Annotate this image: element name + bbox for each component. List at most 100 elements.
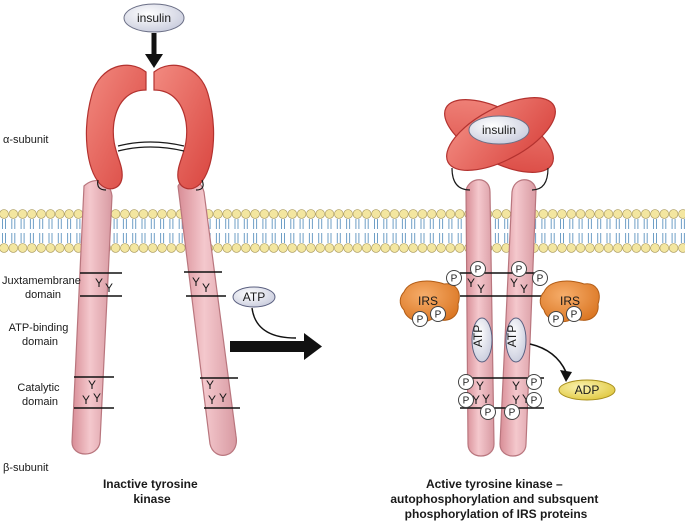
lipid-head (231, 243, 242, 253)
lipid-head (427, 209, 437, 219)
lipid-tail (253, 219, 258, 229)
lipid-head (492, 209, 502, 219)
lipid-tail (67, 233, 72, 243)
lipid-tail (29, 219, 34, 229)
lipid-tail (680, 219, 685, 229)
lipid-head (45, 243, 56, 253)
lipid-tail (243, 233, 248, 243)
tyrosine-label: Y (472, 393, 480, 407)
tyrosine-label: Y (82, 393, 90, 407)
lipid-tail (160, 219, 165, 229)
lipid-tail (243, 219, 248, 229)
irs-label: IRS (418, 294, 438, 308)
activation-arrow (230, 333, 322, 360)
phosphate-label: P (435, 310, 442, 321)
lipid-tail (429, 233, 434, 243)
lipid-tail (327, 219, 332, 229)
lipid-tail (57, 233, 62, 243)
lipid-tail (132, 233, 137, 243)
lipid-head (538, 209, 549, 219)
lipid-head (557, 243, 567, 253)
lipid-tail (39, 219, 44, 229)
lipid-head (334, 243, 344, 253)
lipid-head (166, 209, 177, 219)
insulin-label: insulin (137, 11, 171, 25)
lipid-head (650, 243, 660, 253)
lipid-head (315, 209, 325, 219)
lipid-tail (113, 233, 118, 243)
lipid-head (640, 209, 651, 219)
lipid-head (352, 209, 363, 219)
lipid-head (324, 209, 335, 219)
lipid-head (269, 243, 279, 253)
adp-label: ADP (575, 383, 600, 397)
lipid-head (27, 209, 37, 219)
lipid-head (269, 209, 279, 219)
insulin-molecule (123, 3, 185, 33)
lipid-tail (420, 233, 425, 243)
lipid-head (64, 209, 74, 219)
lipid-tail (550, 219, 555, 229)
phosphate-circle (430, 306, 446, 322)
lipid-tail (569, 233, 574, 243)
lipid-tail (615, 233, 620, 243)
lipid-tail (494, 233, 499, 243)
lipid-tail (262, 233, 267, 243)
alpha-subunit-label: α-subunit (3, 134, 49, 146)
phosphate-label: P (475, 265, 482, 276)
lipid-tail (560, 233, 564, 243)
tyrosine-label: Y (206, 378, 214, 392)
lipid-head (222, 243, 232, 253)
atp-molecule (505, 317, 527, 363)
tyrosine-label: Y (105, 281, 113, 295)
lipid-head (389, 209, 400, 219)
lipid-tail (225, 219, 230, 229)
adp-release-arrow (529, 343, 567, 373)
lipid-tail (374, 219, 378, 229)
lipid-head (259, 209, 270, 219)
lipid-tail (578, 219, 583, 229)
lipid-head (278, 243, 288, 253)
inactive-caption: Inactive tyrosine kinase (103, 477, 201, 506)
lipid-head (455, 243, 465, 253)
lipid-tail (234, 233, 239, 243)
lipid-head (566, 243, 576, 253)
phosphate-circle (511, 261, 527, 277)
atp-label: ATP (471, 325, 485, 347)
lipid-head (613, 209, 623, 219)
lipid-tail (215, 219, 220, 229)
lipid-tail (2, 233, 6, 243)
lipid-tail (169, 233, 174, 243)
lipid-head (120, 209, 130, 219)
phosphate-circle (526, 374, 542, 390)
phosphate-label: P (463, 378, 470, 389)
lipid-head (45, 209, 56, 219)
lipid-tail (271, 233, 276, 243)
lipid-head (213, 209, 223, 219)
lipid-head (389, 243, 400, 253)
lipid-tail (253, 233, 258, 243)
lipid-head (668, 243, 679, 253)
lipid-tail (290, 233, 295, 243)
lipid-head (287, 209, 297, 219)
tyrosine-label: Y (192, 275, 200, 289)
lipid-tail (439, 233, 444, 243)
alpha-beta-link (97, 179, 107, 191)
lipid-tail (587, 233, 592, 243)
phosphate-circle (566, 306, 582, 322)
alpha-beta-link (451, 167, 471, 191)
lipid-tail (336, 219, 341, 229)
tyrosine-label: Y (208, 393, 216, 407)
phosphate-circle (504, 404, 520, 420)
lipid-head (241, 209, 251, 219)
juxtamembrane-domain-label: Juxtamembrane domain (2, 275, 84, 301)
lipid-head (547, 243, 558, 253)
lipid-head (557, 209, 567, 219)
lipid-tail (374, 233, 378, 243)
tyrosine-label: Y (512, 393, 520, 407)
lipid-head (538, 243, 549, 253)
lipid-tail (281, 219, 285, 229)
phosphate-label: P (553, 315, 560, 326)
lipid-head (362, 243, 372, 253)
